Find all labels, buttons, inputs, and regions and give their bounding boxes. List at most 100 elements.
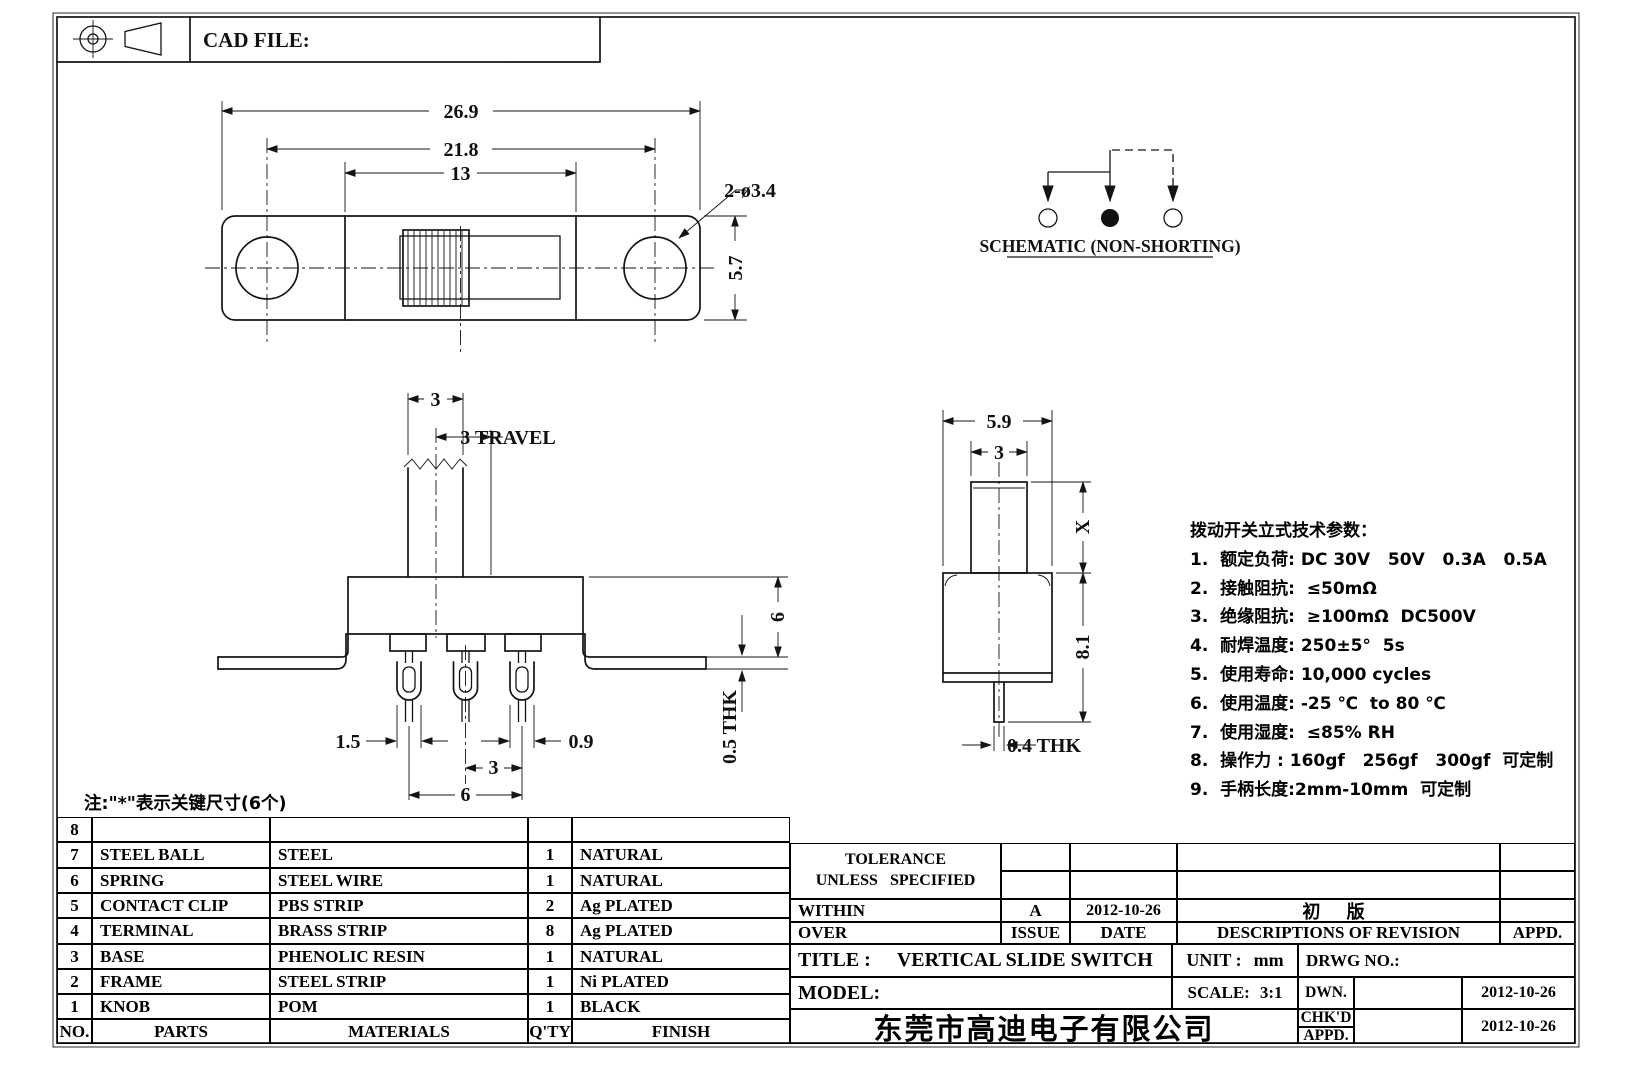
parts-row-no: 5 (57, 893, 92, 918)
parts-row-qty: 1 (528, 994, 572, 1019)
dim-side-height: 8.1 (1072, 635, 1094, 660)
parts-row-finish: NATURAL (572, 842, 790, 868)
parts-row-finish: NATURAL (572, 868, 790, 893)
rev-appd-header: APPD. (1500, 922, 1575, 944)
side-view: 5.9 3 X 8.1 0.4 THK (942, 410, 1095, 757)
parts-row-part: SPRING (92, 868, 270, 893)
parts-row-no: 7 (57, 842, 92, 868)
parts-header-finish: FINISH (572, 1019, 790, 1044)
rev-description-value: 初 版 (1177, 899, 1500, 923)
parts-row-no: 4 (57, 918, 92, 944)
parts-row-material: STEEL (270, 842, 528, 868)
rev-empty-cell (1500, 871, 1575, 899)
parts-row-part: KNOB (92, 994, 270, 1019)
parts-row-qty: 1 (528, 944, 572, 969)
projection-symbol-icon (73, 20, 162, 58)
spec-item: 7. 使用湿度: ≤85% RH (1190, 722, 1395, 743)
cad-file-label: CAD FILE: (203, 28, 310, 52)
specs-title: 拨动开关立式技术参数： (1190, 521, 1377, 541)
unit-value: mm (1253, 950, 1284, 970)
dim-side-knob-height: X (1072, 519, 1094, 534)
parts-row-part: STEEL BALL (92, 842, 270, 868)
model-cell: MODEL: (790, 977, 1172, 1009)
dwn-label: DWN. (1298, 977, 1354, 1009)
parts-row-material: PHENOLIC RESIN (270, 944, 528, 969)
dim-side-width: 5.9 (987, 411, 1012, 433)
rev-date-value: 2012-10-26 (1070, 899, 1177, 922)
parts-header-parts: PARTS (92, 1019, 270, 1044)
key-dimension-note: 注:"*"表示关键尺寸(6个) (84, 794, 287, 814)
schematic-diagram: SCHEMATIC (NON-SHORTING) (979, 149, 1241, 258)
spec-item: 6. 使用温度: -25 ℃ to 80 ℃ (1190, 693, 1446, 714)
parts-row-qty: 8 (528, 918, 572, 944)
tolerance-line1: TOLERANCE (844, 851, 947, 869)
rev-empty-cell (1070, 843, 1177, 871)
rev-desc-header: DESCRIPTIONS OF REVISION (1177, 922, 1500, 944)
spec-item: 2. 接触阻抗: ≤50mΩ (1190, 578, 1377, 599)
spec-item: 3. 绝缘阻抗: ≥100mΩ DC500V (1190, 607, 1476, 628)
parts-row-no: 3 (57, 944, 92, 969)
parts-row-qty: 1 (528, 868, 572, 893)
scale-value: 3:1 (1259, 983, 1283, 1002)
parts-row-part: BASE (92, 944, 270, 969)
dwn-value (1354, 977, 1462, 1009)
dim-top-height: 5.7 (725, 256, 747, 281)
rev-empty-cell (1001, 871, 1070, 899)
unit-label: UNIT : (1186, 950, 1242, 970)
parts-row-qty: 1 (528, 969, 572, 994)
spec-item: 4. 耐焊温度: 250±5° 5s (1190, 636, 1405, 657)
parts-row-material (270, 817, 528, 842)
parts-row-no: 1 (57, 994, 92, 1019)
terminal-open-right (1163, 208, 1183, 228)
rev-empty-cell (1500, 843, 1575, 871)
dim-side-pin-thk: 0.4 THK (1007, 735, 1082, 757)
dim-front-knob: 3 (431, 389, 441, 411)
scale-label: SCALE: (1187, 983, 1250, 1002)
parts-header-no: NO. (57, 1019, 92, 1044)
company-name: 东莞市高迪电子有限公司 (790, 1009, 1298, 1046)
rev-empty-cell (1070, 871, 1177, 899)
parts-row-material: POM (270, 994, 528, 1019)
spec-item: 5. 使用寿命: 10,000 cycles (1190, 664, 1432, 685)
dim-front-pin-right: 0.9 (569, 731, 594, 753)
parts-row-finish: Ag PLATED (572, 918, 790, 944)
front-view: 3 3 TRAVEL 6 0.5 THK 1.5 0.9 3 (217, 389, 790, 806)
title-cell: TITLE : VERTICAL SLIDE SWITCH (790, 944, 1172, 977)
tolerance-cell: TOLERANCE UNLESS SPECIFIED (790, 843, 1001, 899)
parts-header-materials: MATERIALS (270, 1019, 528, 1044)
parts-row-material: STEEL WIRE (270, 868, 528, 893)
unit-cell: UNIT : mm (1172, 944, 1298, 977)
parts-row-part (92, 817, 270, 842)
scale-cell: SCALE: 3:1 (1172, 977, 1298, 1009)
dim-front-flange-thk: 0.5 THK (719, 690, 741, 765)
dim-front-travel: 3 TRAVEL (460, 427, 555, 449)
tolerance-over-label: OVER (790, 922, 1001, 944)
parts-row-no: 2 (57, 969, 92, 994)
appd-label: APPD. (1298, 1027, 1354, 1044)
title-value: VERTICAL SLIDE SWITCH (896, 949, 1153, 971)
parts-row-finish: Ag PLATED (572, 893, 790, 918)
dim-front-height: 6 (767, 612, 789, 622)
dim-top-holes-span: 21.8 (444, 139, 479, 161)
parts-row-material: STEEL STRIP (270, 969, 528, 994)
drwg-no-cell: DRWG NO.: (1298, 944, 1575, 977)
header-block: CAD FILE: (56, 16, 601, 63)
dim-front-pin-left: 1.5 (336, 731, 361, 753)
tolerance-within-label: WITHIN (790, 899, 1001, 922)
parts-row-finish: BLACK (572, 994, 790, 1019)
title-label: TITLE : (798, 949, 871, 971)
dim-top-slot: 13 (451, 163, 471, 185)
rev-empty-cell (1177, 843, 1500, 871)
tolerance-line2: UNLESS SPECIFIED (815, 872, 976, 889)
rev-issue-header: ISSUE (1001, 922, 1070, 944)
terminal-common-filled (1101, 209, 1119, 227)
parts-row-part: CONTACT CLIP (92, 893, 270, 918)
parts-row-finish: NATURAL (572, 944, 790, 969)
parts-row-finish: Ni PLATED (572, 969, 790, 994)
parts-row-qty: 1 (528, 842, 572, 868)
schematic-caption: SCHEMATIC (NON-SHORTING) (979, 236, 1240, 256)
technical-specs: 拨动开关立式技术参数： 1. 额定负荷: DC 30V 50V 0.3A 0.5… (1190, 517, 1590, 805)
spec-item: 8. 操作力 : 160gf 256gf 300gf 可定制 (1190, 751, 1554, 772)
terminal-open-left (1038, 208, 1058, 228)
